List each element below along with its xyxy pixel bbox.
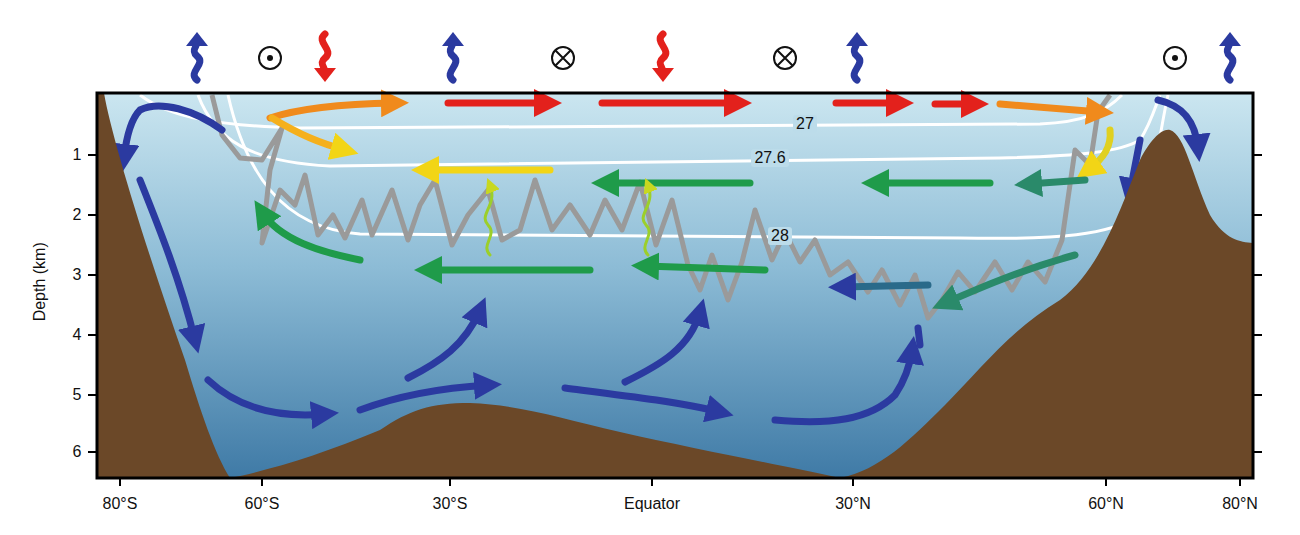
isopycnals: [140, 95, 1168, 238]
isopycnal-label: 28: [768, 227, 792, 245]
latitude-label: 30°N: [835, 495, 871, 513]
latitude-label: 60°S: [245, 495, 280, 513]
depth-tick-label: 3: [73, 266, 82, 284]
zigzag-line: [212, 95, 1110, 318]
depth-tick-label: 4: [73, 326, 82, 344]
axis-title: Depth (km): [31, 242, 49, 321]
depth-tick-label: 2: [73, 206, 82, 224]
latitude-label: 80°N: [1222, 495, 1258, 513]
latitude-label: 80°S: [103, 495, 138, 513]
isopycnal-label: 27: [793, 115, 817, 133]
isopycnal-label: 27.6: [751, 149, 788, 167]
seafloor-topography: [97, 93, 1253, 478]
latitude-label: 30°S: [433, 495, 468, 513]
axis-ticks: [88, 155, 1262, 486]
latitude-label: Equator: [624, 495, 680, 513]
surface-forcing: [186, 32, 1241, 82]
plot-frame: [97, 93, 1253, 478]
depth-tick-label: 1: [73, 146, 82, 164]
latitude-label: 60°N: [1088, 495, 1124, 513]
depth-tick-label: 6: [73, 443, 82, 461]
ocean-water: [97, 93, 1253, 478]
depth-tick-label: 5: [73, 386, 82, 404]
